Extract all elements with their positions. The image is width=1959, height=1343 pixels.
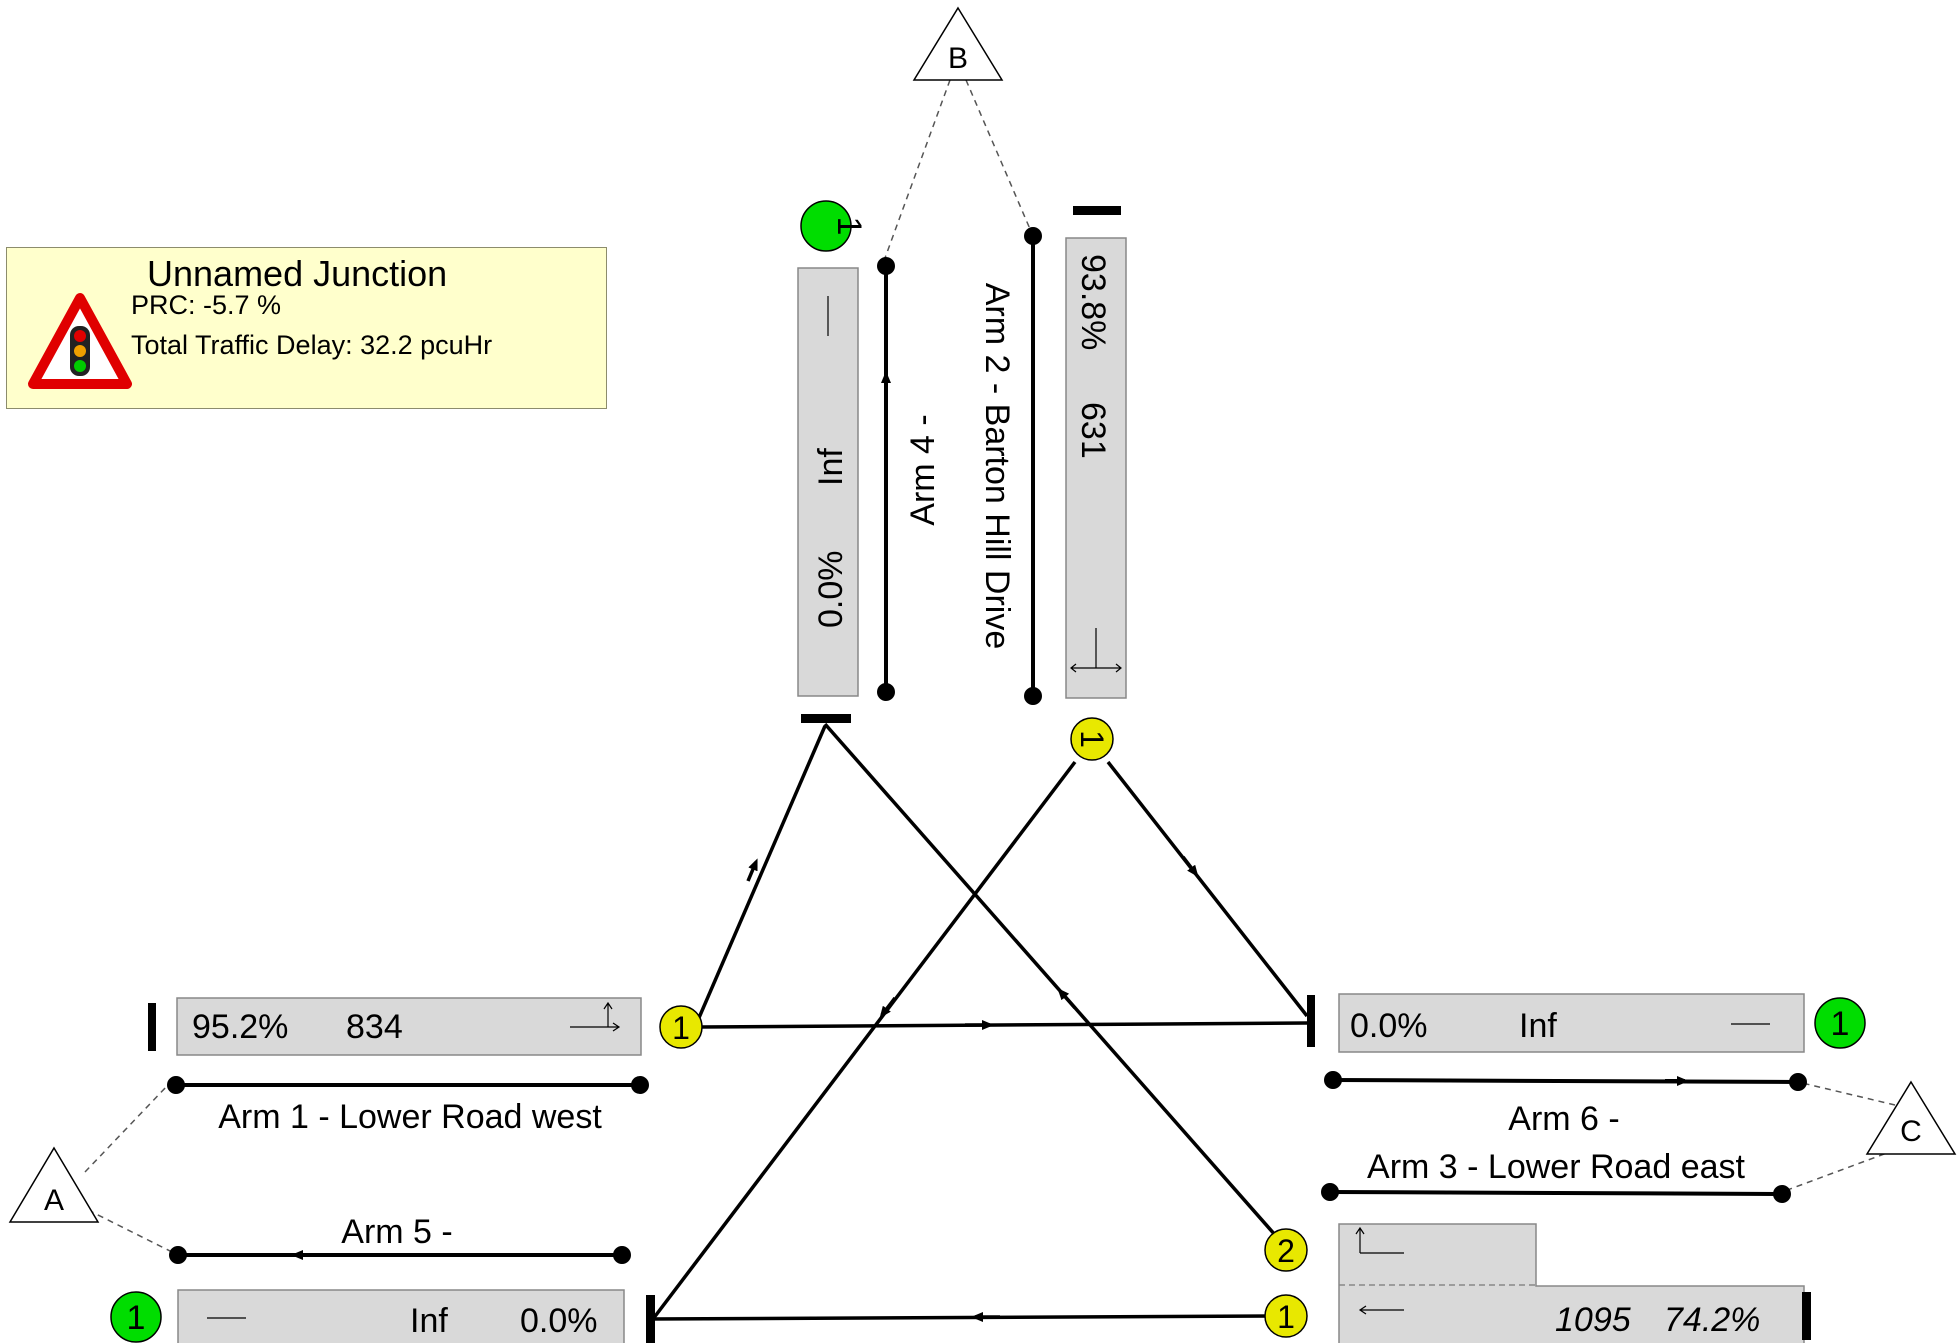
svg-text:1: 1: [127, 1299, 146, 1337]
arm1-lane-box[interactable]: [176, 997, 642, 1056]
arm4-lane-box[interactable]: [797, 267, 859, 697]
arm2-lane-arrow-icon: [1070, 628, 1122, 673]
arm2-lane-box[interactable]: [1065, 237, 1127, 699]
arm4-flow: Inf: [812, 448, 850, 486]
arm3-label: Arm 3 - Lower Road east: [1367, 1148, 1745, 1186]
junction-title: Unnamed Junction: [147, 253, 448, 294]
arm2-dos: 93.8%: [1074, 254, 1112, 350]
svg-text:1: 1: [1831, 1005, 1850, 1043]
arm1-flow: 834: [346, 1008, 403, 1046]
arm3-flow: 1095: [1555, 1301, 1631, 1339]
arm3-lane-box[interactable]: [1338, 1223, 1805, 1343]
arm5-dos: 0.0%: [520, 1302, 598, 1340]
arm3-signal-marker-2[interactable]: 2: [1264, 1228, 1308, 1272]
arm1-label: Arm 1 - Lower Road west: [218, 1098, 602, 1136]
arm5-signal-marker[interactable]: 1: [110, 1291, 162, 1343]
arm3-dos: 74.2%: [1664, 1301, 1760, 1339]
arm6-dos: 0.0%: [1350, 1007, 1428, 1045]
junction-info-box[interactable]: Unnamed Junction PRC: -5.7 % Total Traff…: [6, 247, 607, 409]
zone-a: A: [8, 1146, 100, 1223]
arm2-label: Arm 2 - Barton Hill Drive: [978, 283, 1016, 650]
arm1-dos: 95.2%: [192, 1008, 288, 1046]
arm1-link: [167, 1076, 649, 1094]
svg-text:B: B: [948, 42, 968, 75]
arm5-link: [169, 1246, 631, 1264]
arm6-label: Arm 6 -: [1508, 1100, 1619, 1138]
svg-text:2: 2: [1277, 1233, 1295, 1269]
svg-text:1: 1: [1074, 730, 1110, 748]
arm2-signal-marker[interactable]: 1: [1070, 717, 1114, 761]
arm3-link: [1321, 1183, 1791, 1203]
arm5-lane-box[interactable]: [177, 1289, 625, 1343]
prc-text: PRC: -5.7 %: [131, 290, 282, 320]
arm3-signal-marker-1[interactable]: 1: [1264, 1294, 1308, 1338]
svg-text:1: 1: [672, 1010, 690, 1046]
arm2-flow: 631: [1074, 402, 1112, 459]
arm2-link: [1024, 227, 1042, 705]
zone-connectors: [84, 79, 1896, 1256]
svg-text:1: 1: [830, 217, 868, 236]
movement-lines: [647, 722, 1309, 1322]
svg-text:1: 1: [1277, 1299, 1295, 1335]
traffic-signal-warning-icon: [28, 293, 132, 389]
arm1-signal-marker[interactable]: 1: [659, 1005, 703, 1049]
arm5-flow: Inf: [410, 1302, 448, 1340]
zone-b: B: [912, 6, 1004, 81]
arm3-lane-arrow-icon: [1355, 1226, 1404, 1315]
arm6-flow: Inf: [1519, 1007, 1557, 1045]
arm4-signal-marker[interactable]: 1: [800, 200, 868, 252]
arm6-signal-marker[interactable]: 1: [1814, 997, 1866, 1049]
arm1-lane-arrow-icon: [570, 1001, 621, 1032]
svg-text:C: C: [1900, 1115, 1922, 1148]
arm4-label: Arm 4 -: [904, 414, 942, 525]
total-delay-text: Total Traffic Delay: 32.2 pcuHr: [131, 330, 493, 360]
svg-text:A: A: [44, 1184, 64, 1217]
zone-c: C: [1865, 1080, 1957, 1155]
arm6-link: [1324, 1071, 1807, 1091]
arm4-link: [877, 257, 895, 701]
arm4-dos: 0.0%: [812, 551, 850, 629]
arm6-lane-box[interactable]: [1338, 993, 1805, 1053]
arm5-label: Arm 5 -: [341, 1213, 452, 1251]
